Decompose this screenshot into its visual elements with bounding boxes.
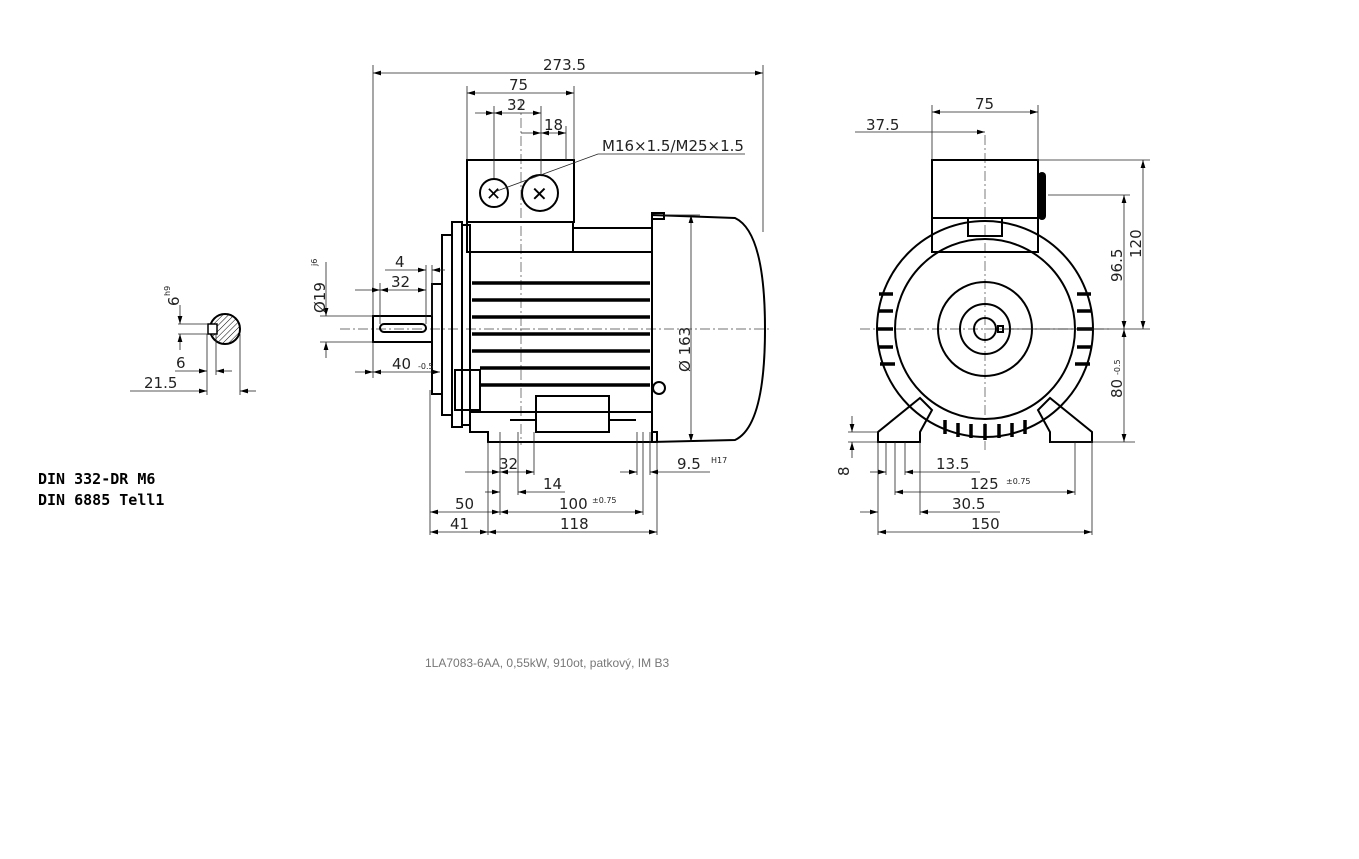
shoulder-label: 41 (450, 515, 469, 533)
box-height-b-label: 120 (1127, 229, 1145, 258)
overall-length-label: 273.5 (543, 56, 586, 74)
key-width-label: 6 (165, 296, 183, 306)
right-foot (1036, 396, 1093, 443)
key-width-tol: h9 (163, 286, 172, 296)
standard-din-6885: DIN 6885 Tell1 (38, 491, 165, 509)
fan-cover (651, 213, 767, 444)
box-height-a-label: 96.5 (1108, 249, 1126, 282)
shaft-dia-label: Ø19 (311, 282, 329, 313)
foot-length-label: 118 (560, 515, 589, 533)
foot-thickness-label: 8 (835, 466, 853, 476)
shaft-length-label: 40 (392, 355, 411, 373)
front-hole-spacing-label: 125 (970, 475, 999, 493)
hole-offset-label: 13.5 (936, 455, 969, 473)
svg-text:✕: ✕ (531, 182, 548, 206)
shaft-dia-tol: j6 (310, 259, 319, 267)
hole-spacing-tol: ±0.75 (592, 496, 617, 505)
motor-feet (469, 411, 658, 443)
cable-gland-small (479, 178, 509, 208)
gland-spacing-label: 32 (507, 96, 526, 114)
front-view: 75 37.5 96.5 120 80 -0.5 8 13.5 125 ±0.7… (835, 95, 1150, 535)
front-shaft-height-tol: -0.5 (1113, 359, 1122, 375)
foot-slot-label: 32 (499, 455, 518, 473)
shaft-end (973, 317, 997, 341)
body-dia-label: Ø 163 (676, 327, 694, 372)
front-hole-spacing-tol: ±0.75 (1006, 477, 1031, 486)
standard-din-332: DIN 332-DR M6 (38, 470, 156, 488)
hole-spacing-label: 100 (559, 495, 588, 513)
gland-thread-label: M16×1.5/M25×1.5 (602, 137, 744, 155)
foot-offset-label: 50 (455, 495, 474, 513)
box-offset-label: 37.5 (866, 116, 899, 134)
key-depth-label: 6 (176, 354, 186, 372)
hole-dia-label: 9.5 (677, 455, 701, 473)
overall-width-label: 150 (971, 515, 1000, 533)
foot-slot-b-label: 14 (543, 475, 562, 493)
front-shaft-height-label: 80 (1108, 379, 1126, 398)
key-length-label: 32 (391, 273, 410, 291)
key-offset-label: 4 (395, 253, 405, 271)
svg-text:✕: ✕ (486, 184, 501, 205)
front-box-width-label: 75 (975, 95, 994, 113)
box-width-label: 75 (509, 76, 528, 94)
shaft-height-label: 21.5 (144, 374, 177, 392)
shaft-length-tol: -0.5 (418, 362, 434, 371)
side-view: ✕ ✕ 273.5 75 32 18 M16×1.5/M25×1.5 (310, 56, 770, 535)
hole-dia-tol: H17 (711, 456, 727, 465)
gland-offset-label: 18 (544, 116, 563, 134)
motor-caption: 1LA7083-6AA, 0,55kW, 910ot, patkový, IM … (425, 656, 670, 670)
left-foot (877, 396, 934, 443)
foot-width-label: 30.5 (952, 495, 985, 513)
keyway (379, 323, 427, 333)
shaft-section: 6 h9 6 21.5 (130, 286, 256, 395)
motor-body (469, 251, 653, 413)
